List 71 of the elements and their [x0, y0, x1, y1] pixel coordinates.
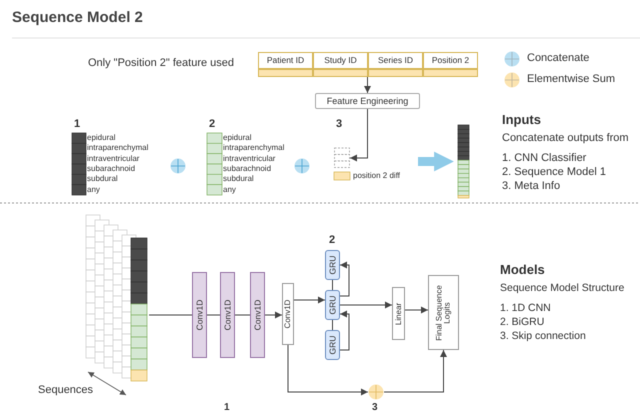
legend-label: Concatenate [527, 52, 590, 64]
title: Sequence Model 2 [12, 9, 143, 26]
feature-vector [334, 148, 350, 180]
note-text: Only "Position 2" feature used [88, 57, 234, 70]
step-number: 3 [372, 402, 378, 414]
list-item: 1. 1D CNN [500, 302, 551, 315]
class-label: epidural [223, 133, 252, 143]
conv-layer-box: Conv1D [192, 272, 207, 358]
arrow [264, 312, 282, 318]
output-vector [207, 133, 222, 195]
arrow [294, 296, 326, 304]
class-label: position 2 diff [353, 171, 400, 181]
list-item: 3. Meta Info [502, 180, 560, 194]
process-box: Feature Engineering [315, 93, 420, 109]
feature-table [258, 52, 478, 77]
connector-line [332, 280, 333, 290]
conv-layer-box: Conv1D [220, 272, 235, 358]
section-text: Sequence Model Structure [500, 282, 624, 295]
class-label: intraventricular [223, 154, 276, 164]
table-cell: Series ID [368, 52, 423, 69]
class-label: epidural [87, 133, 116, 143]
block-arrow [418, 152, 454, 172]
axis-label: Sequences [38, 384, 94, 398]
list-item: 2. Sequence Model 1 [502, 166, 606, 180]
table-cell: Patient ID [258, 52, 313, 69]
class-label: intraventricular [87, 154, 140, 164]
arrow [340, 310, 350, 350]
elementwise-sum-node [368, 384, 384, 400]
output-vector [72, 133, 86, 195]
list-item: 3. Skip connection [500, 330, 586, 343]
layer-box: Linear [392, 287, 405, 340]
table-cell: Position 2 [423, 52, 478, 69]
step-number: 2 [209, 118, 216, 132]
arrow [350, 108, 368, 162]
list-item: 2. BiGRU [500, 316, 544, 329]
arrow [384, 350, 447, 392]
layer-box: Conv1D [282, 283, 294, 345]
gru-cell-box: GRU [325, 250, 340, 280]
connector-line [148, 314, 192, 316]
legend-label: Elementwise Sum [527, 73, 616, 85]
arrow [364, 76, 371, 94]
class-label: any [87, 184, 100, 194]
step-number: 3 [336, 118, 342, 132]
gru-cell-box: GRU [325, 330, 340, 360]
concatenated-vector [458, 125, 469, 198]
step-number: 2 [329, 234, 336, 248]
conv-layer-box: Conv1D [250, 272, 265, 358]
connector-line [206, 314, 220, 316]
output-box: Final Sequence Logits [428, 275, 459, 350]
arrow [404, 306, 428, 314]
class-label: any [223, 184, 236, 194]
class-label: intraparenchymal [87, 143, 148, 153]
connector-line [332, 320, 333, 330]
gru-cell-box: GRU [325, 290, 340, 320]
sequence-stack-drawing [85, 213, 149, 383]
class-label: subarachnoid [87, 164, 136, 174]
class-label: subdural [223, 174, 254, 184]
arrow [340, 302, 392, 308]
step-number: 1 [224, 402, 230, 414]
table-cell: Study ID [313, 52, 368, 69]
step-number: 1 [74, 118, 80, 132]
class-label: subarachnoid [223, 164, 272, 174]
connector-line [234, 314, 250, 316]
list-item: 1. CNN Classifier [502, 152, 586, 166]
class-label: subdural [87, 174, 118, 184]
arrow [288, 344, 368, 396]
class-label: intraparenchymal [223, 143, 284, 153]
section-text: Concatenate outputs from [502, 132, 629, 146]
section-heading: Inputs [502, 112, 541, 128]
section-heading: Models [500, 262, 545, 278]
arrow [340, 262, 350, 296]
